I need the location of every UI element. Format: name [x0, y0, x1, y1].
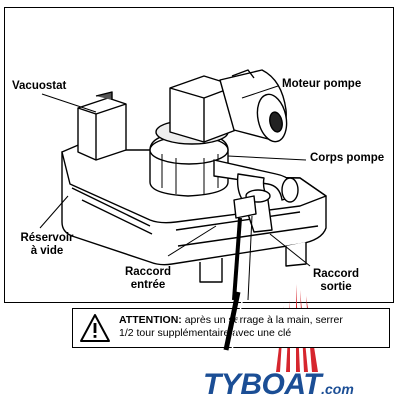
warning-text: ATTENTION: après un serrage à la main, s… [119, 314, 387, 340]
label-reservoir-line1: Réservoir [20, 232, 74, 244]
label-reservoir-line2: à vide [30, 245, 64, 257]
label-vacuostat: Vacuostat [12, 80, 67, 92]
illustration-frame [4, 7, 394, 303]
label-raccord-sortie-line1: Raccord [312, 268, 360, 280]
tyboat-logo: TYBOAT.com [203, 370, 354, 404]
warning-line1: après un serrage à la main, serrer [181, 314, 343, 326]
logo-text: TYBOAT [203, 368, 322, 401]
label-moteur-pompe: Moteur pompe [282, 78, 362, 90]
label-raccord-entree: Raccord entrée [118, 266, 178, 292]
label-reservoir: Réservoir à vide [12, 232, 82, 258]
label-raccord-entree-line1: Raccord [124, 266, 172, 278]
label-raccord-sortie: Raccord sortie [306, 268, 366, 294]
logo-domain: .com [321, 381, 354, 397]
inlet-fitting [233, 195, 257, 219]
leader-reservoir [39, 195, 69, 229]
label-raccord-sortie-line2: sortie [320, 281, 352, 293]
warning-box: ATTENTION: après un serrage à la main, s… [72, 308, 390, 348]
warning-line2: 1/2 tour supplémentaire avec une clé [119, 327, 292, 339]
warning-heading: ATTENTION: [119, 314, 182, 326]
leader-moteur [241, 85, 279, 99]
leader-raccord-sortie [269, 233, 311, 267]
leader-corps [227, 155, 307, 161]
vacuostat-box [77, 97, 127, 161]
leader-vacuostat [41, 93, 97, 113]
label-raccord-entree-line2: entrée [130, 279, 166, 291]
exclamation-triangle-icon [80, 314, 110, 342]
label-corps-pompe: Corps pompe [310, 152, 385, 164]
leader-raccord-entree [167, 225, 217, 257]
